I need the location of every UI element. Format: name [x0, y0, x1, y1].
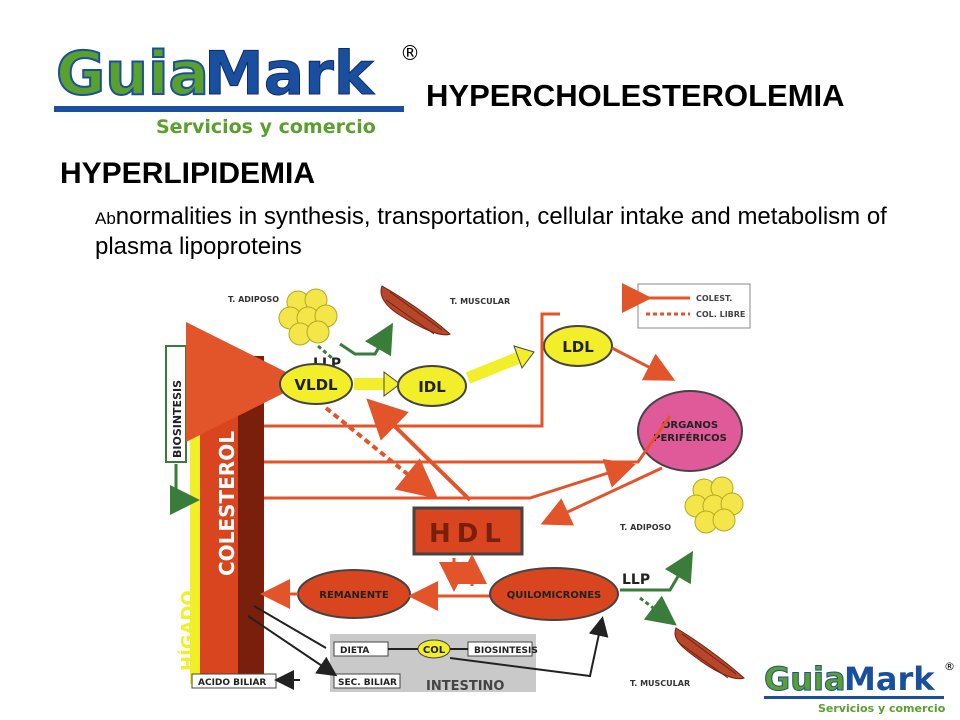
- legend-col-libre: COL. LIBRE: [696, 310, 745, 319]
- lipoprotein-metabolism-diagram: COLEST. COL. LIBRE T. ADIPOSO T. MUSCULA…: [165, 283, 751, 694]
- label-biosintesis-vertical: BIOSINTESIS: [171, 380, 184, 458]
- muscle-tissue-top: [380, 285, 451, 336]
- label-idl: IDL: [418, 378, 446, 396]
- logo-small-registered: ®: [944, 660, 955, 673]
- label-higado-vertical: HÍGADO: [177, 590, 199, 671]
- label-organos-line1: ORGANOS: [662, 420, 718, 431]
- label-muscular-bottom: T. MUSCULAR: [630, 679, 690, 688]
- node-ldl: [543, 325, 613, 367]
- label-adiposo-right: T. ADIPOSO: [620, 523, 671, 532]
- logo-small-underline: [764, 696, 944, 699]
- label-acido-biliar: ACIDO BILIAR: [198, 678, 266, 688]
- logo-small-text-mark: Mark: [844, 660, 935, 698]
- label-dieta: DIETA: [340, 646, 369, 656]
- page-subtitle: HYPERLIPIDEMIA: [60, 157, 316, 190]
- guiamark-logo: Guia Mark ® Servicios y comercio: [54, 38, 420, 138]
- label-col: COL: [423, 645, 446, 656]
- logo-tagline: Servicios y comercio: [156, 116, 376, 138]
- page-title: HYPERCHOLESTEROLEMIA: [426, 78, 845, 113]
- logo-registered: ®: [400, 41, 420, 65]
- adipose-cells-right: [684, 476, 744, 534]
- logo-small-tagline: Servicios y comercio: [818, 702, 946, 715]
- label-adiposo-top: T. ADIPOSO: [228, 295, 279, 304]
- node-organos-perifericos: [637, 390, 743, 472]
- label-hdl: HDL: [429, 519, 507, 549]
- legend-colest: COLEST.: [696, 294, 732, 303]
- label-muscular-top: T. MUSCULAR: [450, 297, 510, 306]
- muscle-tissue-bottom: [674, 627, 745, 680]
- node-hdl: [412, 506, 524, 556]
- logo-underline: [54, 106, 404, 112]
- node-idl: [397, 365, 467, 407]
- node-vldl: [279, 363, 353, 405]
- label-biosintesis-intestine: BIOSINTESIS: [474, 646, 538, 656]
- label-colesterol-vertical: COLESTEROL: [215, 431, 239, 576]
- label-remanente: REMANENTE: [319, 590, 389, 601]
- logo-text-guia: Guia: [56, 39, 209, 109]
- label-llp-bottom: LLP: [622, 572, 650, 588]
- guiamark-logo-small: Guia Mark ® Servicios y comercio: [764, 660, 956, 716]
- label-organos-line2: PERIFÉRICOS: [653, 431, 727, 444]
- legend: COLEST. COL. LIBRE: [622, 283, 751, 329]
- node-quilomicrones: [489, 567, 619, 621]
- logo-small-text-guia: Guia: [764, 660, 846, 698]
- logo-text-mark: Mark: [204, 39, 376, 109]
- description-text: Abnormalities in synthesis, transportati…: [95, 203, 895, 261]
- adipose-cells-top: [278, 288, 338, 346]
- label-quilomicrones: QUILOMICRONES: [507, 590, 601, 601]
- label-vldl: VLDL: [294, 376, 338, 394]
- label-sec-biliar: SEC. BILIAR: [338, 678, 397, 688]
- description-prefix: Ab: [95, 209, 116, 228]
- description-body: normalities in synthesis, transportation…: [95, 203, 887, 260]
- label-ldl: LDL: [562, 338, 594, 356]
- label-intestino: INTESTINO: [426, 679, 504, 694]
- intestine-panel: [330, 634, 536, 692]
